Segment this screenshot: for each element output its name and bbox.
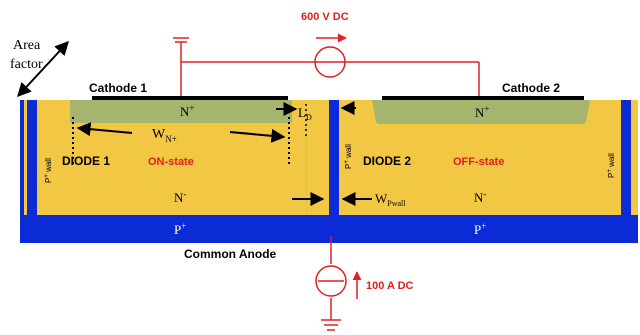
n-plus-region-left [70, 100, 292, 123]
current-source-label: 100 A DC [366, 280, 414, 292]
wn-arrow-left-icon [76, 122, 133, 137]
diode1-label: DIODE 1 [62, 154, 110, 168]
p-wall-label-center: P+ wall [344, 144, 353, 169]
p-wall-center [329, 100, 339, 215]
diode2-state-label: OFF-state [453, 156, 504, 168]
voltage-source-label: 600 V DC [301, 11, 349, 23]
cathode1-metal [92, 96, 288, 100]
p-wall-label-left: P+ wall [44, 158, 53, 183]
n-minus-label-left: N- [174, 189, 186, 205]
wn-label: WN+ [152, 127, 177, 144]
wpwall-label: WPwall [375, 191, 406, 208]
n-plus-region-right [372, 100, 590, 124]
ld-label: LD [298, 105, 312, 122]
n-plus-label-right: N+ [475, 104, 489, 120]
circuit [180, 42, 480, 320]
area-factor-arrow-icon [17, 40, 69, 98]
common-anode-label: Common Anode [184, 247, 277, 261]
cathode1-label: Cathode 1 [89, 81, 147, 95]
p-plus-label-right: P+ [474, 221, 486, 237]
ground-symbol-top [173, 37, 189, 43]
cathode2-label: Cathode 2 [502, 81, 560, 95]
wn-arrow-right-icon [229, 128, 286, 143]
p-plus-substrate [20, 215, 638, 243]
diode1-state-label: ON-state [148, 156, 194, 168]
diode2-label: DIODE 2 [363, 154, 411, 168]
p-plus-label-left: P+ [174, 221, 186, 237]
p-wall-right [621, 100, 631, 215]
divider-line [306, 100, 307, 215]
cathode2-metal [382, 96, 584, 100]
ground-symbol-bottom [321, 319, 341, 331]
p-wall-left-edge [20, 100, 24, 215]
n-plus-label-left: N+ [180, 103, 194, 119]
p-wall-label-right: P+ wall [607, 153, 616, 178]
p-wall-left [27, 100, 37, 215]
area-factor-label-line2: factor [10, 57, 43, 72]
area-factor-label-line1: Area [13, 38, 41, 53]
n-minus-label-right: N- [474, 189, 486, 205]
